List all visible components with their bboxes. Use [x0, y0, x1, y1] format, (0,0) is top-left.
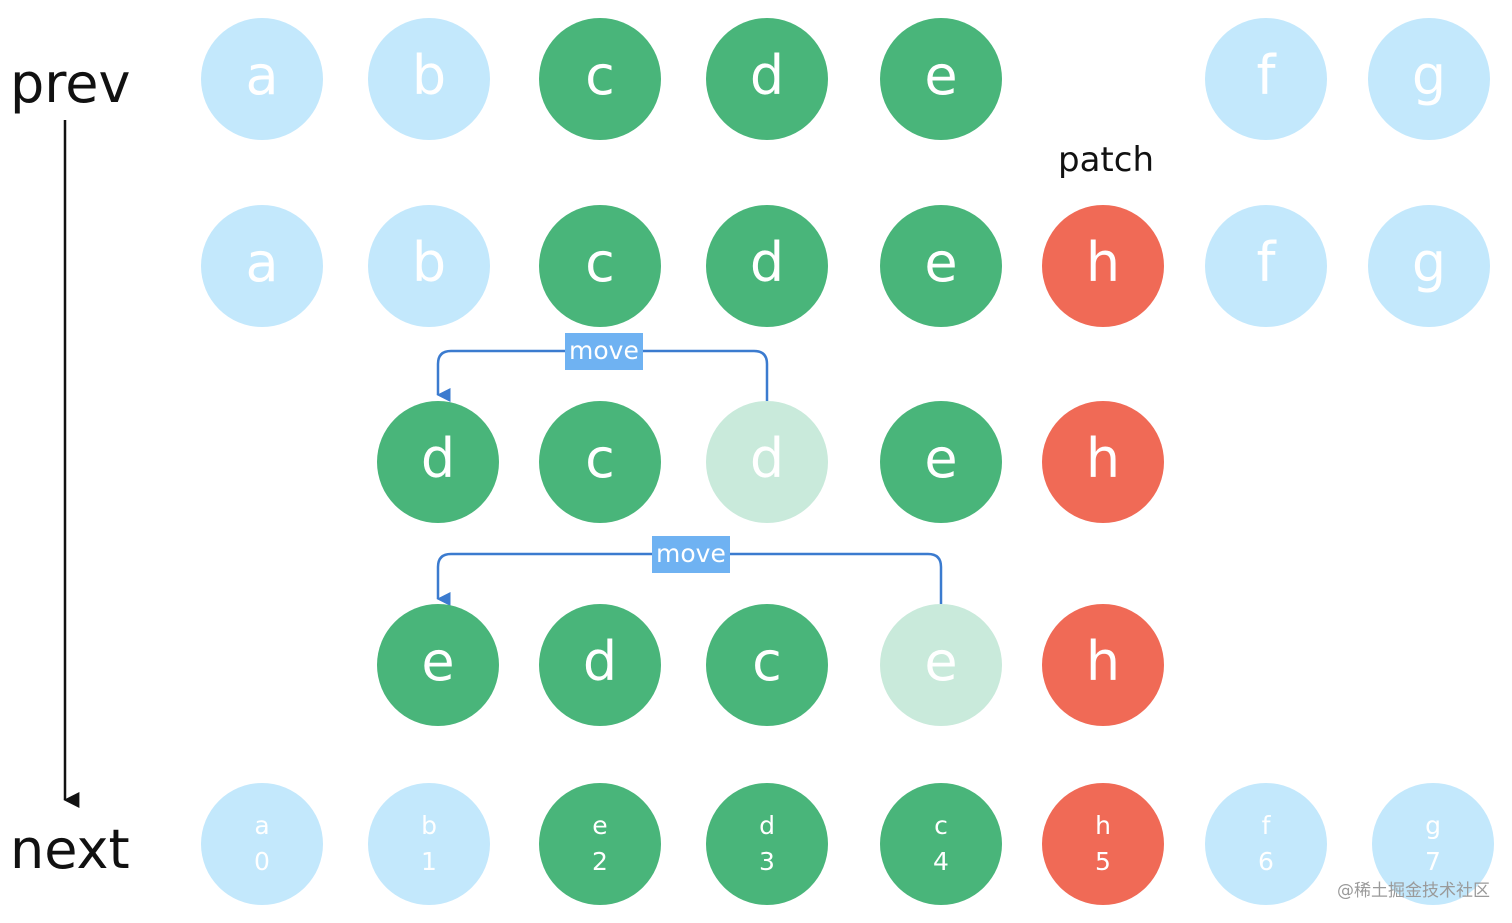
row-prev-node-e: e: [880, 18, 1002, 140]
row-patched-node-h: h: [1042, 205, 1164, 327]
row-move-1-node-h: h: [1042, 401, 1164, 523]
next-label: next: [10, 818, 130, 881]
node-index: 4: [933, 847, 949, 876]
node-letter: d: [749, 231, 785, 294]
node-letter: c: [752, 630, 782, 693]
node-index: 2: [592, 847, 608, 876]
node-letter: d: [582, 630, 618, 693]
node-letter: e: [592, 810, 608, 840]
row-prev-node-a: a: [201, 18, 323, 140]
node-letter: d: [749, 427, 785, 490]
node-letter: e: [421, 630, 455, 693]
row-patched-node-g: g: [1368, 205, 1490, 327]
node-letter: h: [1085, 630, 1121, 693]
row-move-1-node-c: c: [539, 401, 661, 523]
node-letter: f: [1256, 44, 1276, 107]
node-index: 1: [421, 847, 437, 876]
row-move-1-node-d: d: [377, 401, 499, 523]
row-patched-node-b: b: [368, 205, 490, 327]
node-index: 6: [1258, 847, 1274, 876]
node-letter: g: [1411, 231, 1447, 294]
move-tag-2: move: [652, 536, 730, 573]
node-letter: d: [759, 810, 775, 840]
node-letter: d: [420, 427, 456, 490]
node-letter: h: [1085, 427, 1121, 490]
node-letter: c: [585, 427, 615, 490]
row-move-2-node-c: c: [706, 604, 828, 726]
node-letter: f: [1261, 810, 1271, 840]
prev-label: prev: [10, 52, 131, 115]
watermark: @稀土掘金技术社区: [1337, 881, 1490, 901]
node-letter: c: [585, 231, 615, 294]
row-patched-node-e: e: [880, 205, 1002, 327]
row-move-2-node-e: e: [377, 604, 499, 726]
row-prev-node-d: d: [706, 18, 828, 140]
row-prev-node-b: b: [368, 18, 490, 140]
node-index: 3: [759, 847, 775, 876]
node-letter: e: [924, 44, 958, 107]
node-letter: h: [1085, 231, 1121, 294]
patch-label: patch: [1058, 140, 1154, 180]
node-letter: g: [1425, 810, 1441, 840]
node-letter: e: [924, 427, 958, 490]
row-move-1-node-d: d: [706, 401, 828, 523]
row-move-2-node-h: h: [1042, 604, 1164, 726]
row-move-2-node-e: e: [880, 604, 1002, 726]
node-letter: b: [421, 810, 437, 840]
node-index: 7: [1425, 847, 1441, 876]
node-index: 5: [1095, 847, 1111, 876]
node-letter: b: [411, 231, 447, 294]
row-prev-node-f: f: [1205, 18, 1327, 140]
row-patched-node-a: a: [201, 205, 323, 327]
move-tag-1: move: [565, 333, 643, 370]
node-letter: c: [934, 810, 948, 840]
node-letter: b: [411, 44, 447, 107]
row-patched-node-d: d: [706, 205, 828, 327]
node-letter: g: [1411, 44, 1447, 107]
node-letter: a: [254, 810, 270, 840]
node-letter: f: [1256, 231, 1276, 294]
node-letter: c: [585, 44, 615, 107]
row-move-1-node-e: e: [880, 401, 1002, 523]
node-letter: a: [245, 44, 279, 107]
row-prev-node-g: g: [1368, 18, 1490, 140]
node-letter: d: [749, 44, 785, 107]
node-letter: e: [924, 630, 958, 693]
row-patched-node-f: f: [1205, 205, 1327, 327]
node-letter: h: [1095, 810, 1111, 840]
node-letter: e: [924, 231, 958, 294]
row-move-2-node-d: d: [539, 604, 661, 726]
row-patched-node-c: c: [539, 205, 661, 327]
node-letter: a: [245, 231, 279, 294]
node-index: 0: [254, 847, 270, 876]
row-prev-node-c: c: [539, 18, 661, 140]
